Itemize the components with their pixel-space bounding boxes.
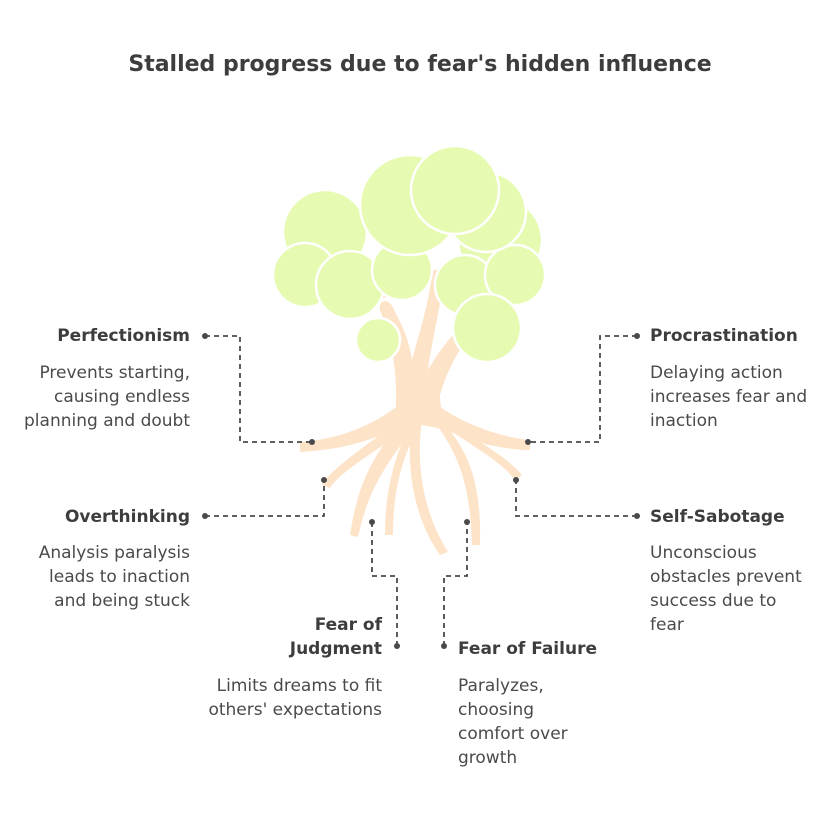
diagram-title: Stalled progress due to fear's hidden in… bbox=[128, 52, 712, 77]
overthinking-description: Analysis paralysis leads to inaction and… bbox=[38, 543, 190, 611]
connector-self-sabotage bbox=[515, 480, 637, 517]
connector-procrastination bbox=[528, 335, 637, 443]
connector-perfectionism bbox=[205, 335, 312, 443]
self-sabotage-heading: Self-Sabotage bbox=[650, 507, 785, 527]
connector-overthinking bbox=[205, 480, 325, 517]
connector-dots bbox=[202, 333, 640, 649]
connector-fear-of-judgment bbox=[371, 522, 398, 646]
overthinking-heading: Overthinking bbox=[64, 507, 190, 527]
connector-lines bbox=[205, 335, 637, 646]
fear-of-failure-description: Paralyzes, choosing comfort over growth bbox=[458, 676, 568, 768]
perfectionism-description: Prevents starting, causing endless plann… bbox=[24, 363, 190, 431]
fear-of-failure-heading: Fear of Failure bbox=[458, 639, 597, 659]
fear-of-judgment-description: Limits dreams to fit others' expectation… bbox=[208, 676, 382, 720]
self-sabotage-description: Unconscious obstacles prevent success du… bbox=[650, 543, 802, 635]
procrastination-heading: Procrastination bbox=[650, 326, 798, 346]
tree-roots bbox=[300, 400, 530, 555]
connector-fear-of-failure bbox=[443, 522, 468, 646]
perfectionism-heading: Perfectionism bbox=[57, 326, 190, 346]
procrastination-description: Delaying action increases fear and inact… bbox=[650, 363, 808, 431]
fear-of-judgment-heading: Fear of Judgment bbox=[289, 615, 382, 659]
tree-foliage bbox=[271, 144, 547, 364]
